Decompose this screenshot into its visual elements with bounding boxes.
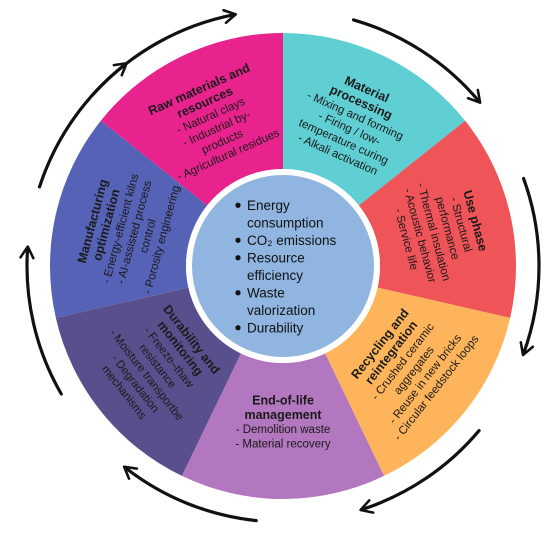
center-item: Durability: [247, 320, 304, 335]
segment-item: - Demolition waste: [236, 424, 331, 436]
segment-item: - Material recovery: [235, 438, 330, 450]
center-item: valorization: [247, 303, 315, 318]
segment-title: management: [244, 408, 322, 422]
cycle-arrow-icon: [359, 428, 481, 514]
bullet-icon: [235, 290, 241, 296]
center-item: efficiency: [247, 268, 303, 283]
bullet-icon: [235, 237, 241, 243]
bullet-icon: [235, 325, 241, 331]
cycle-arrow-icon: [351, 18, 482, 104]
segment-use-phase: [358, 120, 516, 318]
bullet-icon: [235, 202, 241, 208]
center-circle: [186, 169, 380, 363]
segment-raw-materials: [100, 33, 283, 206]
segment-durability: [55, 287, 241, 476]
center-item: Waste: [247, 285, 285, 300]
cycle-arrow-icon: [37, 62, 128, 189]
center-item: Energy: [247, 198, 290, 213]
cycle-arrow-icon: [19, 245, 63, 396]
cycle-arrow-icon: [122, 465, 258, 523]
bullet-icon: [235, 255, 241, 261]
segment-end-of-life: [181, 353, 385, 499]
center-item: Resource: [247, 250, 305, 265]
segment-title: End-of-life: [252, 394, 314, 408]
center-item: consumption: [247, 215, 324, 230]
center-item: CO₂ emissions: [247, 233, 337, 248]
cycle-arrow-icon: [519, 176, 541, 357]
ring-segments: [50, 33, 516, 499]
segment-material-processing: [283, 33, 466, 206]
segment-recycling: [325, 287, 511, 476]
cycle-arrows: [19, 8, 541, 523]
segment-manufacturing: [50, 120, 208, 318]
